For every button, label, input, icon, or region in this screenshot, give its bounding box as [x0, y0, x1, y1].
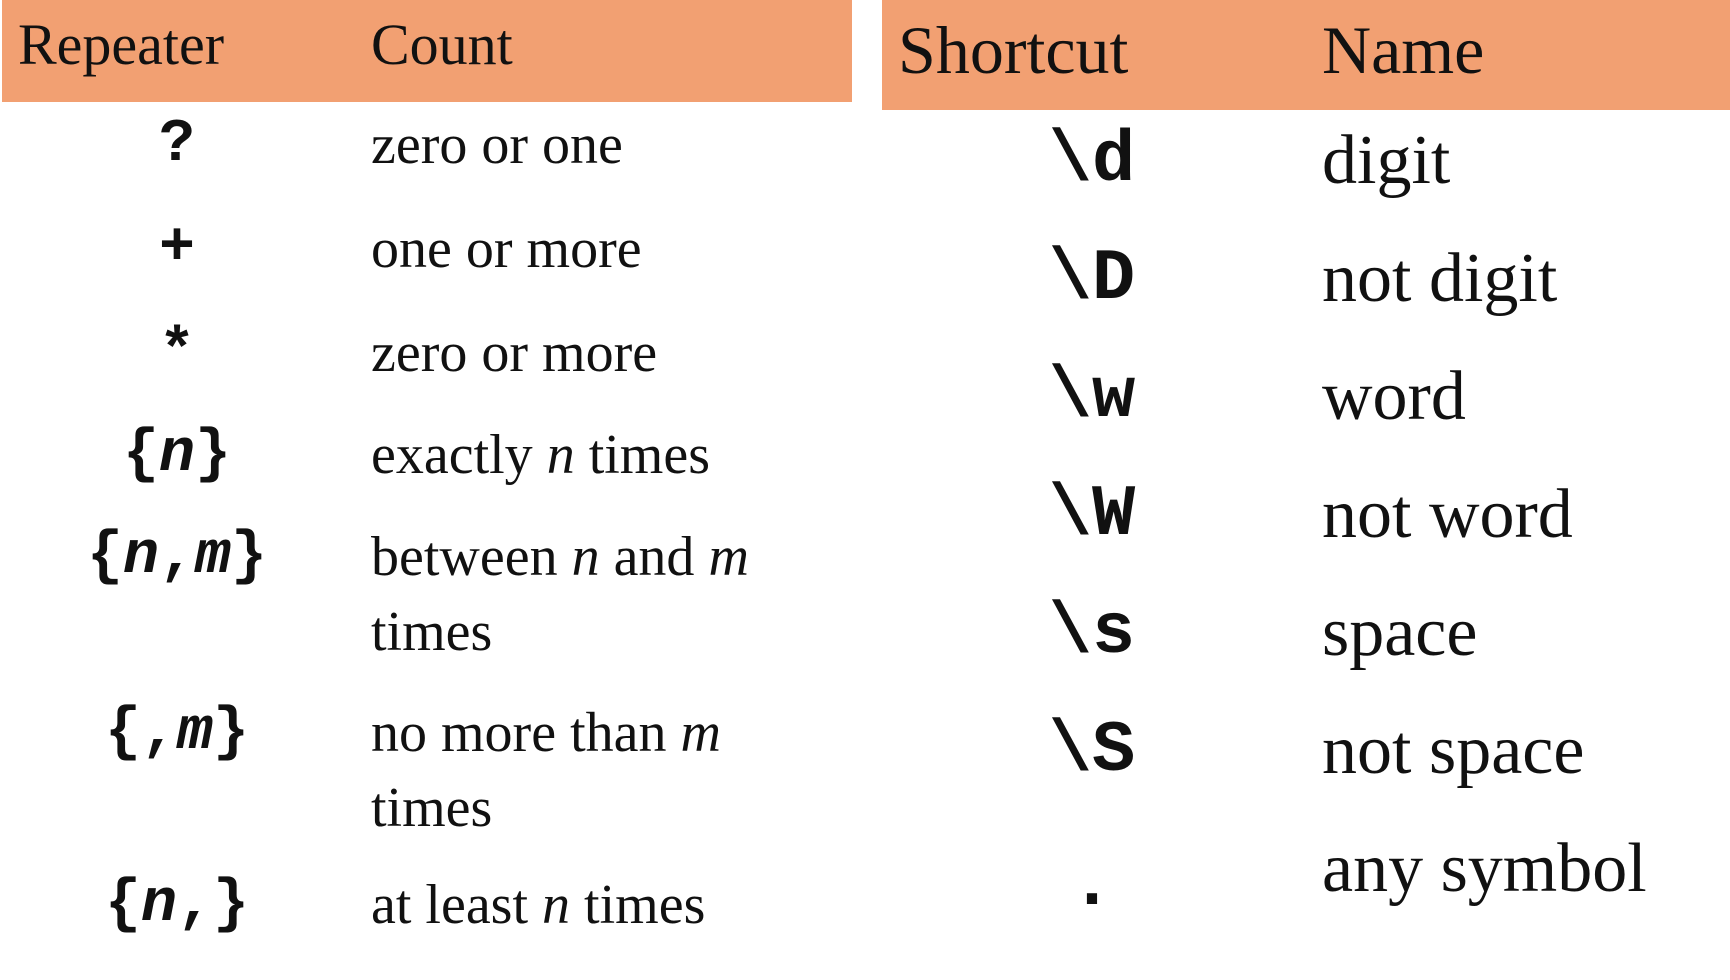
- shortcut-symbol: \W: [1048, 474, 1136, 556]
- shortcut-symbol: \S: [1048, 710, 1136, 792]
- shortcut-symbol: \s: [1048, 592, 1136, 674]
- shortcut-table-header: Shortcut Name: [882, 0, 1730, 110]
- shortcut-name: any symbol: [1322, 830, 1647, 907]
- count-description: zero or one: [371, 114, 623, 176]
- shortcut-symbol: .: [1070, 844, 1114, 926]
- count-description: zero or more: [371, 322, 658, 384]
- shortcut-name: not word: [1322, 476, 1573, 553]
- shortcut-name: digit: [1322, 122, 1451, 199]
- count-description: at least n times: [371, 874, 706, 936]
- shortcut-symbol: \w: [1048, 356, 1136, 438]
- repeater-symbol: +: [158, 215, 195, 283]
- shortcut-column-header: Shortcut: [898, 12, 1129, 88]
- shortcut-symbol: \D: [1048, 238, 1136, 320]
- shortcut-name: word: [1322, 358, 1466, 435]
- count-column-header: Count: [371, 12, 513, 77]
- shortcut-name: space: [1322, 594, 1478, 671]
- repeater-symbol: {n,m}: [86, 523, 268, 591]
- repeater-table-header: Repeater Count: [2, 0, 852, 102]
- count-description: exactly n times: [371, 424, 711, 486]
- repeater-symbol: {n,}: [104, 871, 250, 939]
- shortcut-symbol: \d: [1048, 120, 1136, 202]
- shortcut-name: not digit: [1322, 240, 1558, 317]
- repeater-symbol: ?: [158, 111, 195, 179]
- count-description: one or more: [371, 218, 642, 280]
- repeater-symbol: {n}: [122, 421, 232, 489]
- repeater-symbol: *: [158, 319, 195, 387]
- repeater-column-header: Repeater: [18, 12, 225, 77]
- name-column-header: Name: [1322, 12, 1485, 88]
- repeater-symbol: {,m}: [104, 699, 250, 767]
- shortcut-name: not space: [1322, 712, 1585, 789]
